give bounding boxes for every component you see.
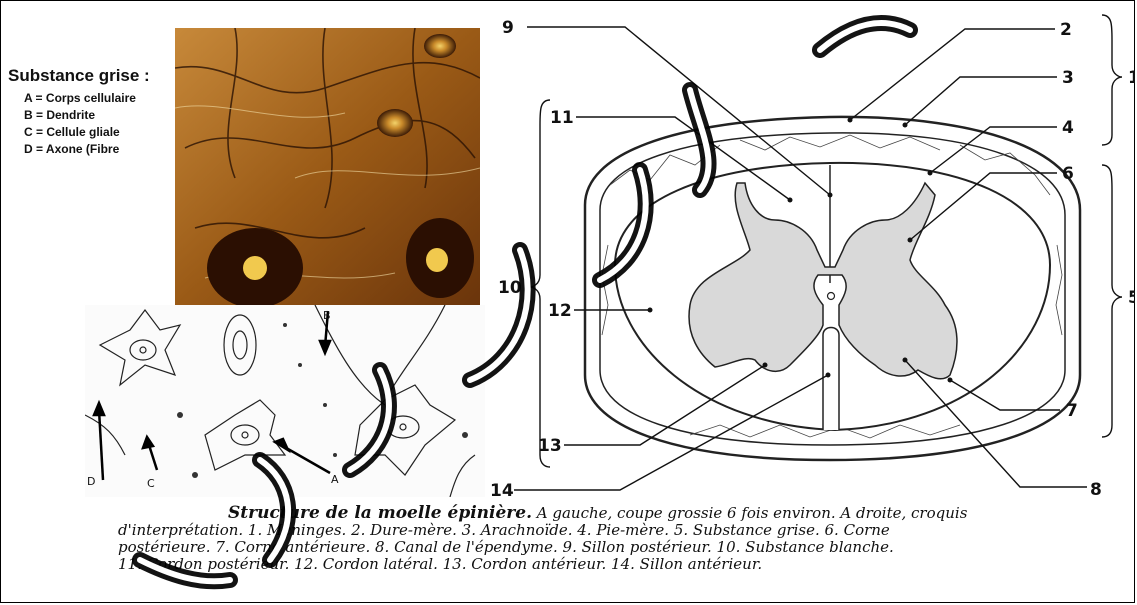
label-12: 12 — [548, 301, 572, 321]
legend-title: Substance grise : — [8, 66, 150, 86]
label-2: 2 — [1060, 20, 1072, 40]
label-8: 8 — [1090, 480, 1102, 500]
neuron-sketch: B D C A — [85, 305, 485, 497]
label-10: 10 — [498, 278, 522, 298]
grey-matter-legend: Substance grise : A = Corps cellulaire B… — [8, 66, 150, 158]
caption-line-1-rest: A gauche, coupe grossie 6 fois environ. … — [532, 504, 967, 522]
label-11: 11 — [550, 108, 574, 128]
sketch-label-a: A — [331, 473, 339, 486]
caption-title: Structure de la moelle épinière. — [228, 503, 532, 523]
sketch-label-c: C — [147, 477, 155, 490]
micrograph-photo — [175, 28, 480, 308]
legend-item-d: D = Axone (Fibre — [24, 141, 150, 158]
caption-line-1: Structure de la moelle épinière. A gauch… — [118, 505, 1135, 522]
sketch-label-b: B — [323, 309, 331, 322]
legend-item-c: C = Cellule gliale — [24, 124, 150, 141]
spinal-cord-diagram: 9 2 3 4 6 1 5 7 8 11 10 12 13 14 — [490, 5, 1135, 500]
legend-item-a: A = Corps cellulaire — [24, 90, 150, 107]
sketch-label-d: D — [87, 475, 95, 488]
label-6: 6 — [1062, 164, 1074, 184]
label-5: 5 — [1128, 288, 1135, 308]
caption-line-3: postérieure. 7. Corne antérieure. 8. Can… — [118, 539, 1135, 556]
label-4: 4 — [1062, 118, 1074, 138]
figure-caption: Structure de la moelle épinière. A gauch… — [118, 505, 1135, 573]
caption-line-4: 11. Cordon postérieur. 12. Cordon latéra… — [118, 556, 1135, 573]
label-7: 7 — [1066, 401, 1078, 421]
label-13: 13 — [538, 436, 562, 456]
label-9: 9 — [502, 18, 514, 38]
label-3: 3 — [1062, 68, 1074, 88]
caption-line-2: d'interprétation. 1. Méninges. 2. Dure-m… — [118, 522, 1135, 539]
label-1: 1 — [1128, 68, 1135, 88]
label-14: 14 — [490, 481, 514, 500]
legend-item-b: B = Dendrite — [24, 107, 150, 124]
